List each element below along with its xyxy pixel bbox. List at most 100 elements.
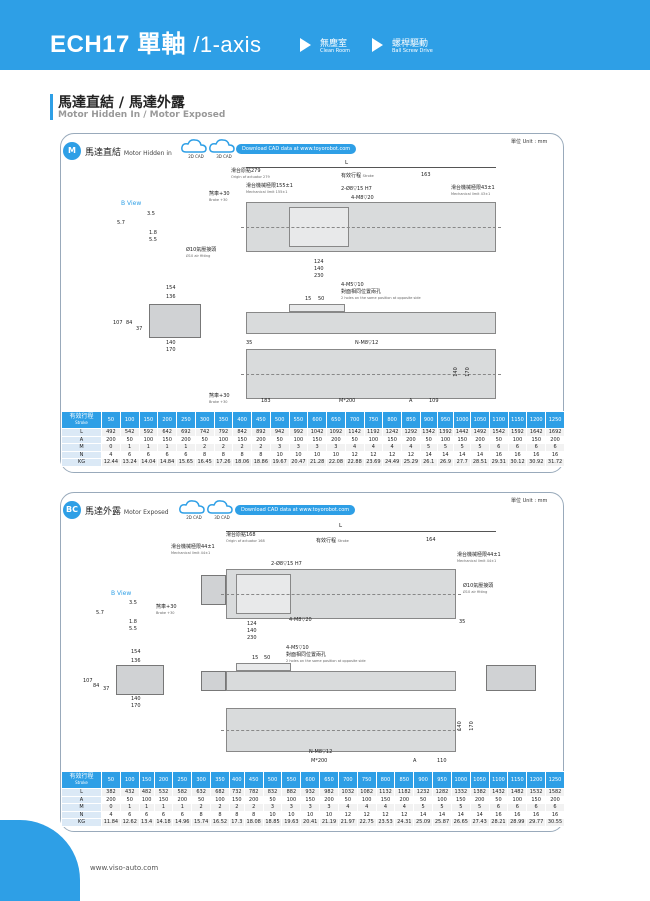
- stroke-col: 600: [307, 411, 327, 429]
- table-cell: 1582: [545, 788, 565, 797]
- table-cell: 3: [281, 803, 302, 812]
- table-cell: 8: [210, 810, 230, 819]
- dim-same-cn: 對面相同位置兩孔: [286, 652, 327, 658]
- table-cell: 5: [469, 803, 490, 812]
- dim-230: 230: [247, 635, 257, 641]
- dim-170: 170: [131, 703, 141, 709]
- cad-download-button[interactable]: Download CAD data at www.toyorobot.com: [236, 144, 357, 154]
- table-cell: 150: [450, 795, 471, 804]
- table-cell: 200: [326, 435, 346, 444]
- table-cell: 4: [394, 803, 415, 812]
- table-cell: 21.19: [319, 818, 339, 827]
- table-cell: 18.85: [262, 818, 283, 827]
- dim-same-en: 2 holes on the same position at opposite…: [341, 296, 421, 300]
- table-cell: 50: [337, 795, 358, 804]
- dim-50: 50: [264, 655, 271, 661]
- table-cell: 1342: [419, 428, 438, 437]
- dim-l: L: [345, 160, 349, 166]
- dim-m5-val: 4-M5▽10: [286, 645, 309, 651]
- dim-stroke-cn: 有效行程: [316, 538, 337, 544]
- tag-cn: 螺桿驅動: [392, 39, 429, 49]
- b-view-label: B View: [121, 200, 142, 207]
- table-cell: 150: [307, 435, 327, 444]
- table-cell: 10: [300, 810, 321, 819]
- dim-163: 163: [421, 172, 431, 178]
- table-cell: 16.45: [194, 458, 215, 467]
- table-cell: 792: [213, 428, 234, 437]
- table-cell: 50: [119, 795, 140, 804]
- dim-origin-cn: 滑台原點279: [231, 168, 261, 174]
- table-cell: 14: [419, 450, 438, 459]
- table-cell: 4: [101, 450, 121, 459]
- table-cell: 200: [394, 795, 415, 804]
- table-cell: 10: [307, 450, 327, 459]
- table-cell: 6: [545, 803, 565, 812]
- dim-a: A: [413, 758, 417, 764]
- row-label: KG: [61, 458, 102, 467]
- section-title-cn: 馬達直結 / 馬達外露: [58, 95, 185, 111]
- table-cell: 3: [307, 443, 327, 452]
- table-cell: 1482: [507, 788, 528, 797]
- table-cell: 692: [176, 428, 196, 437]
- table-cell: 0: [101, 443, 121, 452]
- dim-3-5: 3.5: [129, 600, 137, 606]
- table-cell: 16: [507, 450, 528, 459]
- table-cell: 14.96: [172, 818, 193, 827]
- dim-hole: 2-Ø8▽15 H7: [341, 186, 372, 192]
- table-cell: 6: [488, 803, 509, 812]
- table-cell: 50: [413, 795, 434, 804]
- table-cell: 892: [251, 428, 271, 437]
- cad-3d-label: 3D CAD: [214, 515, 230, 520]
- table-cell: 592: [138, 428, 159, 437]
- footer-url[interactable]: www.viso-auto.com: [90, 864, 159, 872]
- table-cell: 23.69: [363, 458, 384, 467]
- panel-motor-exposed: BC 馬達外露 Motor Exposed 2D CAD 3D CAD Down…: [60, 492, 565, 832]
- dim-140: 140: [247, 628, 257, 634]
- table-cell: 5: [436, 443, 455, 452]
- table-cell: 542: [119, 428, 140, 437]
- dim-35: 35: [459, 619, 466, 625]
- table-cell: 1282: [432, 788, 452, 797]
- stroke-col: 1150: [507, 411, 528, 429]
- section-bar: [50, 94, 53, 120]
- table-cell: 3: [288, 443, 309, 452]
- table-cell: 3: [326, 443, 346, 452]
- table-cell: 682: [210, 788, 230, 797]
- panel-motor-hidden: M 馬達直結 Motor Hidden in 2D CAD 3D CAD Dow…: [60, 133, 565, 473]
- dim-37: 37: [136, 326, 143, 332]
- cloud-3d-icon[interactable]: 3D CAD: [209, 138, 235, 159]
- end-view-right: [486, 665, 536, 691]
- table-cell: 982: [319, 788, 339, 797]
- cad-2d-label: 2D CAD: [186, 515, 202, 520]
- table-cell: 1432: [488, 788, 509, 797]
- table-cell: 14: [436, 450, 455, 459]
- table-cell: 1292: [401, 428, 421, 437]
- cloud-3d-icon[interactable]: 3D CAD: [207, 499, 233, 520]
- table-cell: 31.72: [545, 458, 565, 467]
- cloud-2d-icon[interactable]: 2D CAD: [179, 499, 205, 520]
- actuator-side-body: [226, 671, 456, 691]
- stroke-col: 1150: [507, 771, 528, 789]
- dim-140-b: 140: [131, 696, 141, 702]
- dim-124: 124: [314, 259, 324, 265]
- cad-download-button[interactable]: Download CAD data at www.toyorobot.com: [235, 505, 356, 515]
- carriage-side: [289, 304, 345, 312]
- table-cell: 100: [138, 435, 159, 444]
- dim-mech-cn: 滑台機械極限155±1: [246, 183, 293, 189]
- table-cell: 1: [119, 443, 140, 452]
- table-cell: 100: [507, 435, 528, 444]
- cloud-2d-icon[interactable]: 2D CAD: [181, 138, 207, 159]
- table-cell: 5: [413, 803, 434, 812]
- table-cell: 26.65: [450, 818, 471, 827]
- stroke-col: 650: [326, 411, 346, 429]
- table-cell: 15.65: [176, 458, 196, 467]
- table-cell: 632: [191, 788, 212, 797]
- table-cell: 150: [157, 435, 177, 444]
- table-cell: 8: [243, 810, 264, 819]
- table-cell: 29.31: [488, 458, 509, 467]
- table-cell: 17.26: [213, 458, 234, 467]
